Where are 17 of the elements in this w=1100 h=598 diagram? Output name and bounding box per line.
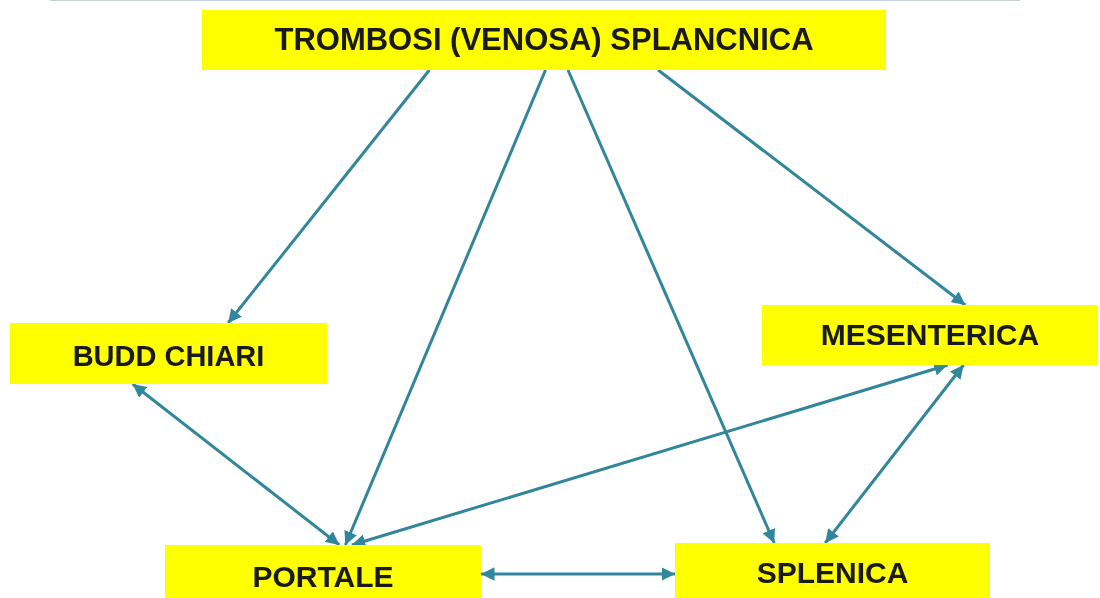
arrow [657, 68, 967, 307]
node-label: TROMBOSI (VENOSA) SPLANCNICA [274, 22, 814, 58]
node-label: SPLENICA [756, 555, 909, 590]
node-label: PORTALE [252, 559, 394, 594]
arrow [226, 69, 431, 324]
node-label: MESENTERICA [820, 318, 1040, 352]
arrow [481, 567, 675, 581]
label-box [202, 10, 886, 70]
arrow [566, 69, 776, 544]
arrow [344, 69, 547, 546]
arrow [824, 364, 965, 544]
arrow [131, 382, 341, 547]
label-box [675, 543, 990, 598]
node-label: BUDD CHIARI [72, 340, 265, 373]
label-box [762, 305, 1098, 365]
label-box [10, 323, 327, 384]
label-box [165, 545, 481, 598]
